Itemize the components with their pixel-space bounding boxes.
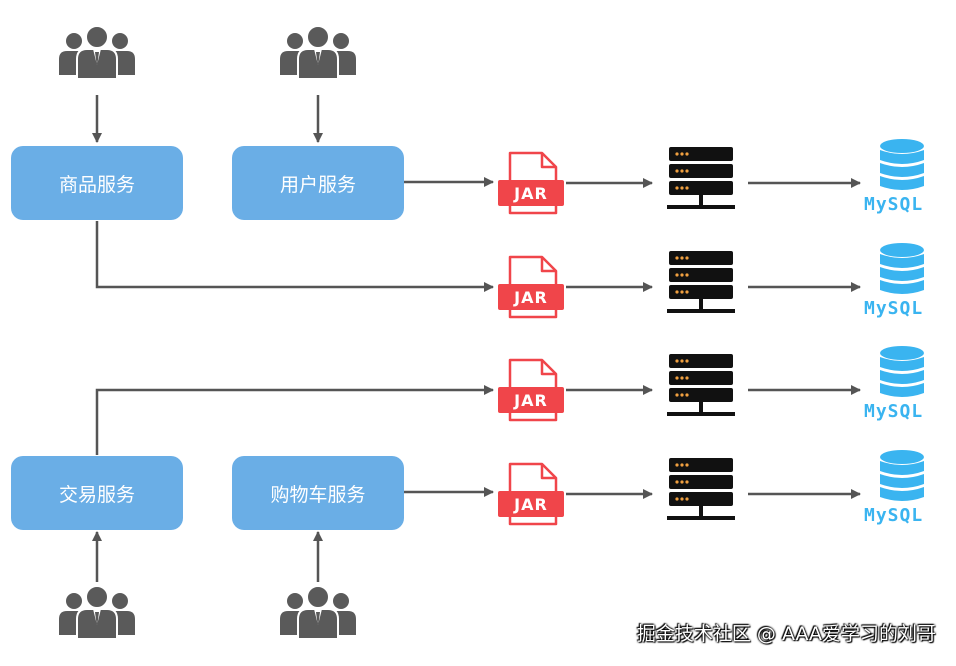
mysql-label: MySQL	[864, 401, 924, 422]
users-group-icon	[58, 25, 136, 80]
mysql-label: MySQL	[864, 505, 924, 526]
server-rack-icon	[667, 458, 735, 520]
server-rack-icon	[667, 251, 735, 313]
mysql-database-icon	[880, 346, 924, 397]
pipeline-row	[508, 346, 924, 422]
service-box-trade: 交易服务	[11, 456, 183, 530]
jar-label: JAR	[498, 387, 564, 413]
pipeline-row	[508, 450, 924, 526]
mysql-label: MySQL	[864, 298, 924, 319]
service-label: 购物车服务	[270, 483, 366, 506]
users-group-icon	[279, 585, 357, 640]
jar-label: JAR	[498, 180, 564, 206]
service-box-user: 用户服务	[232, 146, 404, 220]
watermark-text: 掘金技术社区 @ AAA爱学习的刘哥	[636, 623, 936, 645]
arrow	[95, 221, 494, 292]
mysql-label: MySQL	[864, 194, 924, 215]
server-rack-icon	[667, 354, 735, 416]
pipeline-row	[508, 243, 924, 319]
users-group-icon	[58, 585, 136, 640]
service-box-product: 商品服务	[11, 146, 183, 220]
arrow	[95, 385, 494, 455]
service-box-cart: 购物车服务	[232, 456, 404, 530]
service-label: 商品服务	[58, 173, 135, 196]
jar-label: JAR	[498, 491, 564, 517]
mysql-database-icon	[880, 450, 924, 501]
pipeline-row	[508, 139, 924, 215]
users-group-icon	[279, 25, 357, 80]
service-label: 交易服务	[58, 483, 135, 506]
service-label: 用户服务	[279, 173, 356, 196]
mysql-database-icon	[880, 139, 924, 190]
server-rack-icon	[667, 147, 735, 209]
mysql-database-icon	[880, 243, 924, 294]
jar-label: JAR	[498, 284, 564, 310]
